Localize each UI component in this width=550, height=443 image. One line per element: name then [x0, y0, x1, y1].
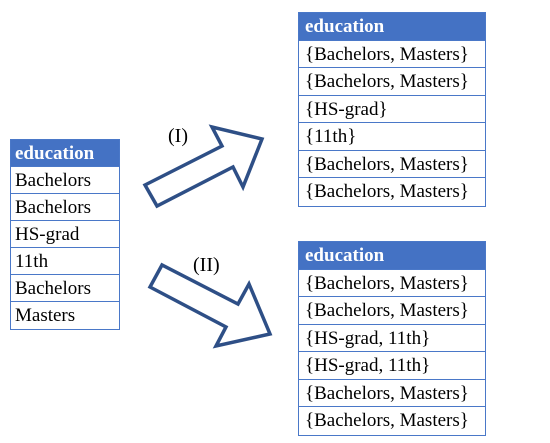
left-education-table: education Bachelors Bachelors HS-grad 11… — [10, 139, 120, 330]
left-table-row: Bachelors — [11, 167, 119, 194]
top-table-header: education — [299, 13, 485, 41]
bottom-table-row: {HS-grad, 11th} — [299, 325, 485, 352]
arrow-down-right-icon — [147, 262, 273, 349]
left-table-row: 11th — [11, 248, 119, 275]
bottom-table-row: {Bachelors, Masters} — [299, 270, 485, 297]
top-education-table: education {Bachelors, Masters} {Bachelor… — [298, 12, 486, 207]
bottom-table-row: {Bachelors, Masters} — [299, 380, 485, 407]
left-table-row: Masters — [15, 305, 76, 326]
bottom-table-row: {Bachelors, Masters} — [305, 410, 469, 431]
top-table-row: {Bachelors, Masters} — [299, 151, 485, 178]
bottom-table-row: {Bachelors, Masters} — [299, 297, 485, 325]
top-table-row: {Bachelors, Masters} — [305, 181, 469, 202]
top-table-row: {HS-grad} — [299, 96, 485, 123]
top-table-row: {11th} — [299, 123, 485, 151]
top-table-row: {Bachelors, Masters} — [299, 68, 485, 96]
bottom-table-row: {HS-grad, 11th} — [299, 352, 485, 380]
top-table-row: {Bachelors, Masters} — [299, 41, 485, 68]
bottom-education-table: education {Bachelors, Masters} {Bachelor… — [298, 241, 486, 436]
arrow-up-right-icon — [142, 124, 265, 209]
bottom-table-header: education — [299, 242, 485, 270]
arrow-label-upper: (I) — [168, 125, 188, 147]
left-table-row: HS-grad — [11, 221, 119, 248]
left-table-row: Bachelors — [11, 275, 119, 302]
arrow-label-lower: (II) — [193, 254, 220, 276]
left-table-header: education — [11, 140, 119, 167]
left-table-row: Bachelors — [11, 194, 119, 221]
